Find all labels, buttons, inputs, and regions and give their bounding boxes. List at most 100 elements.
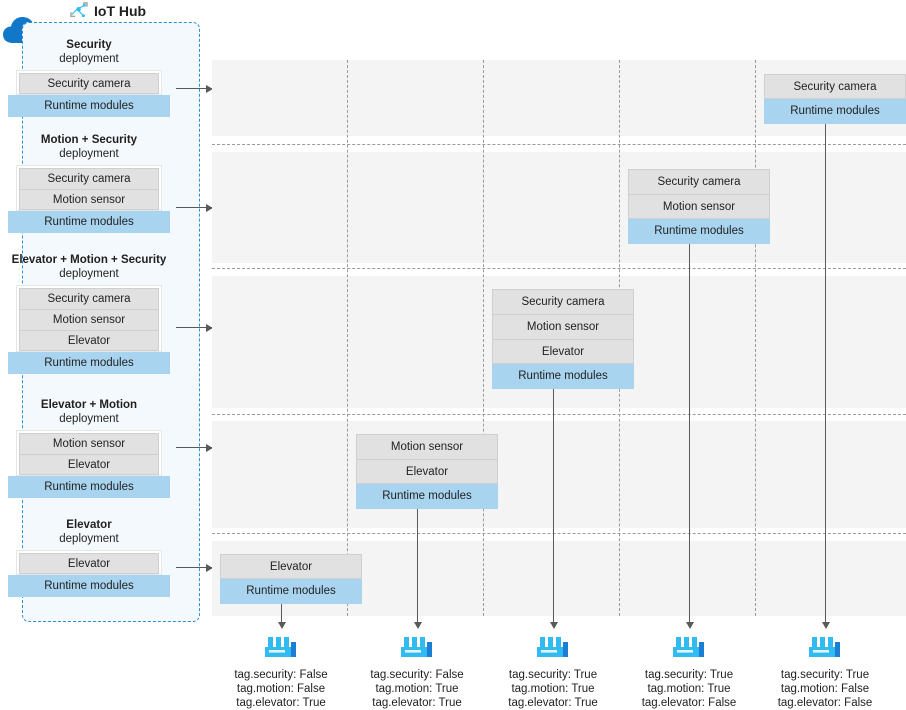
grid-row-band-2	[212, 152, 906, 263]
deployment-name: Elevator + Motion + Security	[11, 254, 167, 266]
tag-motion: tag.motion: True	[511, 683, 595, 695]
connector-arrow-elevator	[176, 563, 213, 572]
runtime-wrapper: Runtime modules	[8, 95, 170, 117]
device-3[interactable]: tag.security: True tag.motion: True tag.…	[482, 633, 624, 710]
device-tags: tag.security: True tag.motion: False tag…	[754, 668, 896, 710]
deployment-elevator-motion-security[interactable]: Elevator + Motion + Security deployment …	[0, 253, 178, 374]
module-item: Motion sensor	[628, 194, 770, 219]
module-item: Elevator	[19, 330, 159, 351]
module-item: Elevator	[19, 454, 159, 475]
grid-row-band-4	[212, 421, 906, 528]
deployment-name: Security	[66, 39, 112, 51]
deployment-subtitle: deployment	[59, 533, 119, 545]
deployment-name: Elevator + Motion	[40, 399, 138, 411]
device-1[interactable]: tag.security: False tag.motion: False ta…	[210, 633, 352, 710]
tag-motion: tag.motion: True	[375, 683, 459, 695]
device-4[interactable]: tag.security: True tag.motion: True tag.…	[618, 633, 760, 710]
deployment-subtitle: deployment	[59, 148, 119, 160]
factory-icon	[754, 633, 896, 661]
grid-row-separator-1	[212, 144, 906, 145]
deployment-security[interactable]: Security deployment Security camera Runt…	[0, 38, 178, 117]
module-item: Motion sensor	[19, 309, 159, 330]
grid-row-separator-3	[212, 414, 906, 415]
deployment-name: Elevator	[66, 519, 112, 531]
deployment-elevator[interactable]: Elevator deployment Elevator Runtime mod…	[0, 518, 178, 597]
tag-motion: tag.motion: False	[236, 683, 326, 695]
iot-hub-node-icon	[70, 2, 88, 20]
module-item: Elevator	[220, 554, 362, 579]
runtime-modules-bar: Runtime modules	[8, 476, 170, 498]
runtime-modules-bar: Runtime modules	[492, 364, 634, 389]
grid-column-separator-1	[347, 60, 348, 616]
connector-arrow-motion-security	[176, 203, 213, 212]
tag-security: tag.security: False	[370, 669, 464, 681]
module-stack: Security camera Motion sensor Elevator	[16, 285, 162, 352]
runtime-modules-bar: Runtime modules	[356, 484, 498, 509]
runtime-wrapper: Runtime modules	[8, 211, 170, 233]
runtime-modules-bar: Runtime modules	[8, 575, 170, 597]
deployed-stack-row-4[interactable]: Motion sensor Elevator Runtime modules	[356, 434, 498, 509]
module-item: Motion sensor	[19, 433, 159, 454]
grid-column-separator-2	[483, 60, 484, 616]
deployment-title: Elevator deployment	[0, 518, 178, 546]
tag-elevator: tag.elevator: False	[641, 697, 737, 709]
runtime-wrapper: Runtime modules	[8, 575, 170, 597]
deployed-stack-row-2[interactable]: Security camera Motion sensor Runtime mo…	[628, 169, 770, 244]
runtime-modules-bar: Runtime modules	[8, 95, 170, 117]
connector-arrow-elevator-motion	[176, 443, 213, 452]
device-5[interactable]: tag.security: True tag.motion: False tag…	[754, 633, 896, 710]
deployment-elevator-motion[interactable]: Elevator + Motion deployment Motion sens…	[0, 398, 178, 498]
runtime-wrapper: Runtime modules	[8, 352, 170, 374]
module-stack: Security camera	[16, 70, 162, 95]
module-stack: Motion sensor Elevator	[16, 430, 162, 476]
runtime-wrapper: Runtime modules	[8, 476, 170, 498]
deploy-arrow-row-2	[685, 244, 694, 629]
iot-hub-label: IoT Hub	[94, 3, 147, 19]
module-item: Security camera	[19, 168, 159, 189]
module-stack: Elevator	[16, 550, 162, 575]
module-item: Security camera	[764, 74, 906, 99]
module-item: Motion sensor	[492, 314, 634, 339]
factory-icon	[618, 633, 760, 661]
module-item: Security camera	[19, 288, 159, 309]
deployment-title: Elevator + Motion deployment	[0, 398, 178, 426]
runtime-modules-bar: Runtime modules	[220, 579, 362, 604]
tag-security: tag.security: True	[508, 669, 598, 681]
tag-elevator: tag.elevator: True	[236, 697, 326, 709]
iot-hub-title: IoT Hub	[70, 2, 146, 20]
runtime-modules-bar: Runtime modules	[764, 99, 906, 124]
deployed-stack-row-1[interactable]: Security camera Runtime modules	[764, 74, 906, 124]
module-item: Elevator	[19, 553, 159, 574]
factory-icon	[482, 633, 624, 661]
tag-elevator: tag.elevator: True	[508, 697, 598, 709]
deployment-title: Elevator + Motion + Security deployment	[0, 253, 178, 281]
tag-security: tag.security: False	[234, 669, 328, 681]
tag-motion: tag.motion: False	[780, 683, 870, 695]
deployed-stack-row-3[interactable]: Security camera Motion sensor Elevator R…	[492, 289, 634, 389]
tag-elevator: tag.elevator: False	[777, 697, 873, 709]
runtime-modules-bar: Runtime modules	[628, 219, 770, 244]
deploy-arrow-row-5	[277, 604, 286, 629]
deployment-subtitle: deployment	[59, 268, 119, 280]
tag-elevator: tag.elevator: True	[372, 697, 462, 709]
deployment-subtitle: deployment	[59, 53, 119, 65]
deployed-stack-row-5[interactable]: Elevator Runtime modules	[220, 554, 362, 604]
grid-column-separator-4	[755, 60, 756, 616]
device-2[interactable]: tag.security: False tag.motion: True tag…	[346, 633, 488, 710]
module-item: Security camera	[492, 289, 634, 314]
deployment-subtitle: deployment	[59, 413, 119, 425]
factory-icon	[346, 633, 488, 661]
tag-security: tag.security: True	[780, 669, 870, 681]
module-item: Security camera	[628, 169, 770, 194]
connector-arrow-elevator-motion-security	[176, 323, 213, 332]
tag-motion: tag.motion: True	[647, 683, 731, 695]
deploy-arrow-row-4	[413, 509, 422, 629]
device-tags: tag.security: True tag.motion: True tag.…	[482, 668, 624, 710]
module-item: Elevator	[356, 459, 498, 484]
module-item: Motion sensor	[19, 189, 159, 210]
connector-arrow-security	[176, 84, 213, 93]
device-tags: tag.security: False tag.motion: True tag…	[346, 668, 488, 710]
grid-row-separator-4	[212, 533, 906, 534]
deployment-motion-security[interactable]: Motion + Security deployment Security ca…	[0, 133, 178, 233]
